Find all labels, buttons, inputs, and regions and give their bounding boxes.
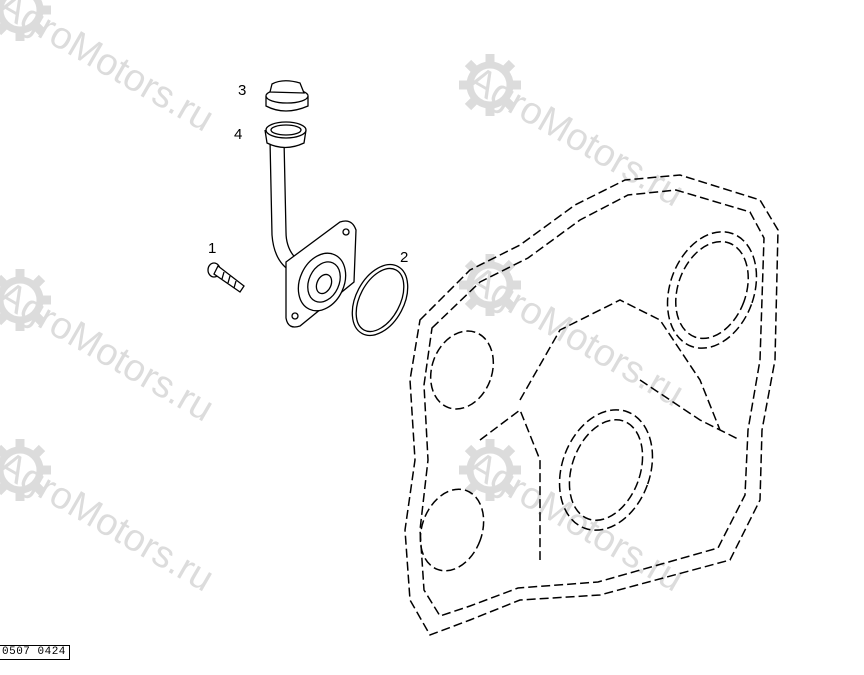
gear-logo-icon bbox=[0, 0, 51, 41]
watermark: AgroMotors.ru bbox=[0, 269, 221, 430]
callouts: 1 2 3 4 bbox=[208, 82, 408, 266]
flange-hole bbox=[291, 312, 299, 320]
watermark: AgroMotors.ru bbox=[459, 439, 691, 600]
gear-logo-icon bbox=[459, 254, 521, 316]
watermark-text: AgroMotors.ru bbox=[0, 274, 221, 431]
oil-filler-assembly bbox=[207, 80, 409, 337]
callout-3: 3 bbox=[238, 82, 246, 99]
watermarks: AgroMotors.ru AgroMotors.ru bbox=[0, 0, 691, 600]
part-1-bolt bbox=[207, 262, 245, 293]
watermark-text: AgroMotors.ru bbox=[0, 444, 221, 601]
callout-2: 2 bbox=[400, 249, 408, 266]
watermark: AgroMotors.ru bbox=[0, 439, 221, 600]
watermark: AgroMotors.ru bbox=[459, 54, 691, 215]
watermark-text: AgroMotors.ru bbox=[0, 0, 221, 140]
flange-hole bbox=[342, 228, 350, 236]
watermark-text: AgroMotors.ru bbox=[461, 259, 690, 416]
callout-1: 1 bbox=[208, 240, 216, 257]
timing-cover bbox=[404, 174, 779, 636]
part-2-gasket bbox=[351, 263, 409, 337]
gear-logo-icon bbox=[0, 269, 51, 331]
watermark: AgroMotors.ru bbox=[0, 0, 221, 140]
gear-logo-icon bbox=[0, 439, 51, 501]
gear-logo-icon bbox=[459, 54, 521, 116]
drawing-code: 0507 0424 bbox=[0, 645, 70, 660]
callout-4: 4 bbox=[234, 126, 242, 143]
watermark-text: AgroMotors.ru bbox=[461, 444, 690, 601]
gear-logo-icon bbox=[459, 439, 521, 501]
